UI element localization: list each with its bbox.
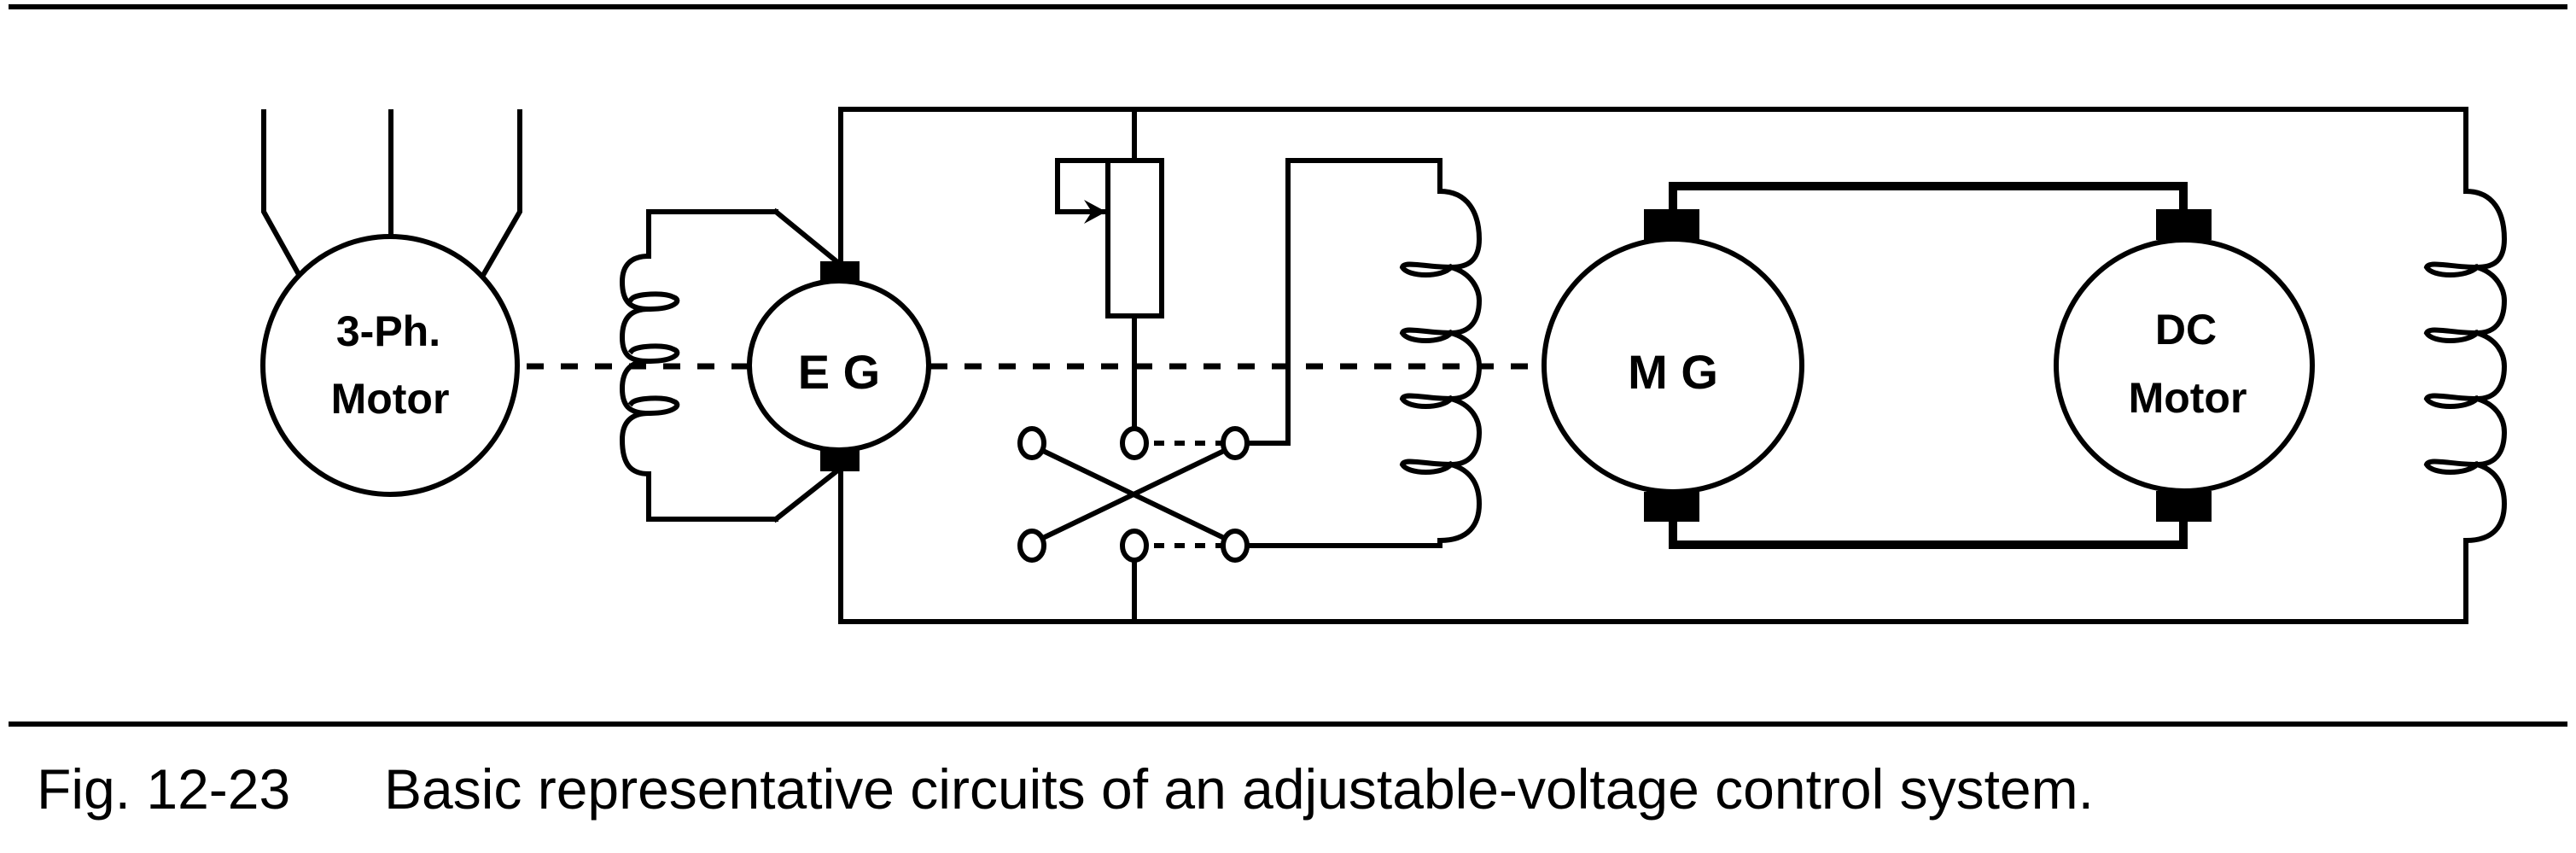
main-generator-label: M G	[1628, 345, 1718, 399]
dc-motor-field-coil-icon	[2423, 188, 2508, 544]
dc-motor-brush-top	[2156, 209, 2212, 240]
switch-terminal[interactable]	[1017, 426, 1046, 460]
exciter-field-winding	[619, 207, 841, 523]
field-rheostat[interactable]	[1055, 158, 1164, 435]
exciter-generator-label: E G	[798, 345, 880, 399]
main-generator-field-winding	[1244, 158, 1483, 548]
switch-terminal[interactable]	[1221, 529, 1250, 563]
reversing-switch[interactable]	[1017, 426, 1250, 624]
exciter-generator: E G	[747, 261, 931, 471]
dc-motor-label-line2: Motor	[2129, 374, 2247, 422]
dc-motor-symbol	[2054, 237, 2315, 494]
dc-motor-brush-bottom	[2156, 491, 2212, 522]
rheostat-slider-arrow-icon[interactable]	[1084, 200, 1106, 224]
exciter-brush-top	[820, 261, 860, 282]
three-phase-motor-label-line1: 3-Ph.	[336, 307, 440, 355]
exciter-field-coil-icon	[619, 253, 680, 477]
main-generator: M G	[1542, 209, 1804, 522]
switch-terminal[interactable]	[1120, 426, 1149, 460]
three-phase-motor-label-line2: Motor	[331, 375, 450, 423]
armature-loop	[1669, 182, 2188, 549]
figure-caption: Basic representative circuits of an adju…	[384, 757, 2094, 821]
main-generator-field-coil-icon	[1399, 188, 1483, 544]
exciter-brush-bottom	[820, 450, 860, 471]
figure-number: Fig. 12-23	[37, 757, 290, 821]
rheostat-body	[1105, 158, 1164, 318]
switch-terminal[interactable]	[1017, 529, 1046, 563]
three-phase-supply-leads	[261, 109, 522, 303]
three-phase-motor-symbol	[260, 234, 520, 497]
three-phase-motor: 3-Ph. Motor	[260, 234, 520, 497]
switch-terminal[interactable]	[1120, 529, 1149, 563]
main-generator-brush-top	[1644, 209, 1699, 240]
main-generator-brush-bottom	[1644, 492, 1699, 522]
dc-motor: DC Motor	[2054, 209, 2315, 522]
dc-motor-field-winding	[2423, 188, 2508, 544]
dc-motor-label-line1: DC	[2155, 306, 2217, 353]
switch-terminal[interactable]	[1221, 426, 1250, 460]
